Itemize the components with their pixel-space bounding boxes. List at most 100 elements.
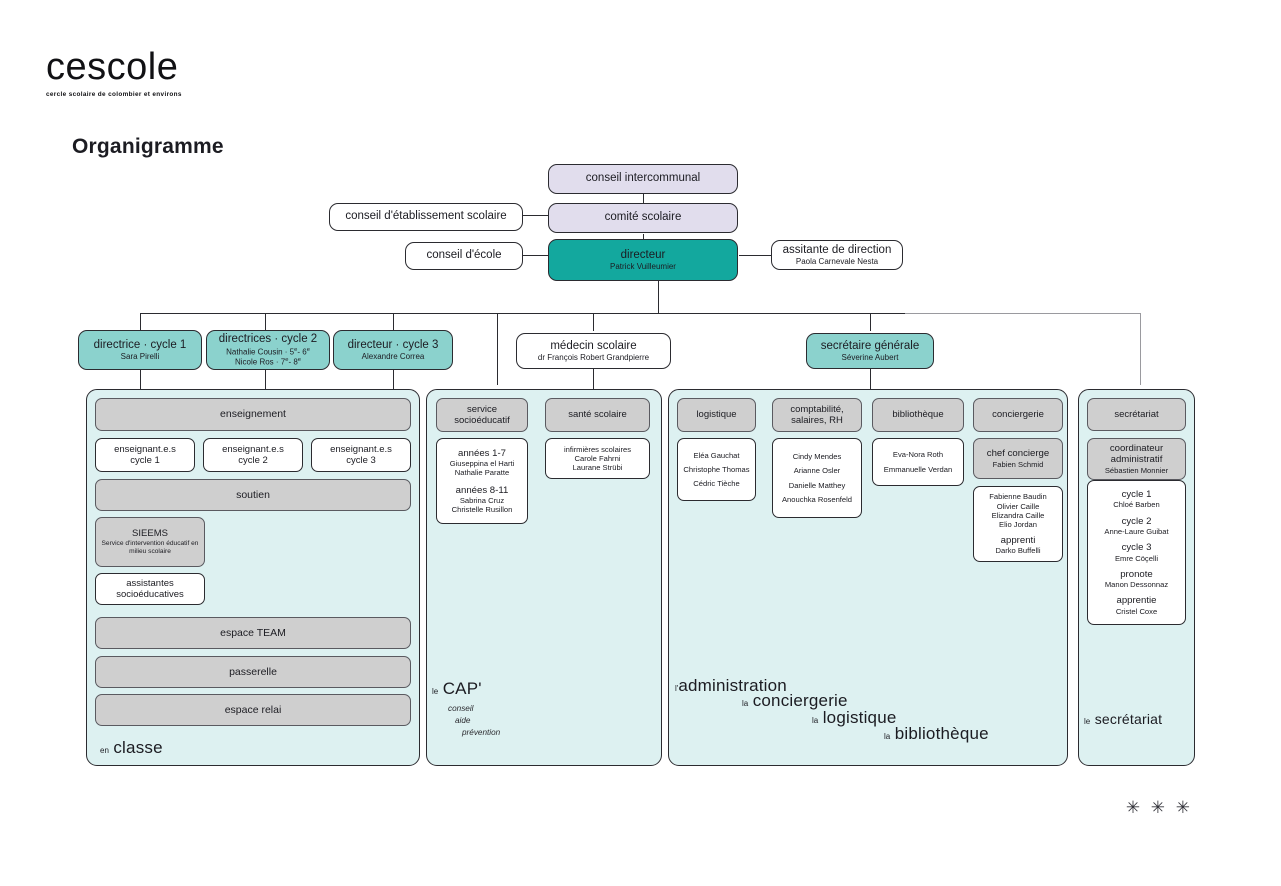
box-sante-scolaire[interactable]: santé scolaire [545,398,650,432]
member-name: Emre Cöçelli [1114,553,1159,563]
connector-secretaire-panel [870,369,872,389]
footmark-prefix: la [884,732,891,741]
box-soutien[interactable]: soutien [95,479,411,511]
member-name: Fabienne Baudin [989,492,1047,502]
page-title: Organigramme [72,135,224,158]
box-label: service socioéducatif [454,403,510,426]
member-name: Eléa Gauchat [693,450,740,460]
member-name: Giuseppina el Harti [449,459,515,469]
box-enseignants-cycle-1[interactable]: enseignant.e.s cycle 1 [95,438,195,472]
box-label: passerelle [229,665,277,678]
role-label: pronote [1120,568,1153,580]
footmark-prefix: le [432,687,439,696]
footmark-le-cap: le CAP' [432,679,482,699]
member-name: Olivier Caille [996,501,1040,511]
box-sieems[interactable]: SIEEMS Service d'intervention éducatif e… [95,517,205,567]
role-label: coordinateur administratif [1109,442,1164,466]
node-conseil-ecole[interactable]: conseil d'école [405,242,523,270]
connector-assistante [739,255,771,257]
box-service-socioeducatif[interactable]: service socioéducatif [436,398,528,432]
box-label: enseignement [220,408,286,421]
box-conciergerie[interactable]: conciergerie [973,398,1063,432]
box-comptabilite-members[interactable]: Cindy Mendes Arianne Osler Danielle Matt… [772,438,862,518]
footmark-word: bibliothèque [894,724,989,743]
box-label: logistique [696,409,737,421]
box-chef-concierge[interactable]: chef concierge Fabien Schmid [973,438,1063,479]
footmark-prefix: le [1084,717,1091,726]
member-name: Laurane Strübi [572,463,623,473]
connector-cycle3-panel [393,369,395,389]
node-secretaire-generale[interactable]: secrétaire générale Séverine Aubert [806,333,934,369]
box-passerelle[interactable]: passerelle [95,656,411,688]
connector-drop-cap [497,313,499,385]
member-name: Sabrina Cruz [459,496,505,505]
role-label: cycle 3 [1121,542,1152,554]
box-label-line2: cycle 3 [346,455,376,466]
member-name: Elizandra Caille [991,510,1045,520]
box-label: assistantes socioéducatives [116,577,184,600]
box-bibliotheque-members[interactable]: Eva-Nora Roth Emmanuelle Verdan [872,438,964,486]
footmark-secretariat: le secrétariat [1084,711,1162,729]
member-name: Christelle Rusillon [451,505,513,515]
box-secretariat-members[interactable]: cycle 1 Chloé Barben cycle 2 Anne-Laure … [1087,480,1186,625]
member-name: Fabien Schmid [992,459,1044,469]
box-enseignants-cycle-2[interactable]: enseignant.e.s cycle 2 [203,438,303,472]
node-role: assitante de direction [782,243,892,256]
node-assistante-de-direction[interactable]: assitante de direction Paola Carnevale N… [771,240,903,270]
connector-cycle2-panel [265,369,267,389]
footmark-word: administration [678,676,787,695]
node-role: médecin scolaire [550,339,637,352]
box-label-line1: enseignant.e.s [222,443,284,455]
member-name: Sébastien Monnier [1104,465,1169,475]
footmark-en-classe: en classe [100,738,163,758]
node-person-name-1: Nathalie Cousin · 5e- 6e [226,346,310,357]
member-name: Christophe Thomas [683,464,750,474]
footmark-prefix: la [812,716,819,725]
footmark-word: logistique [822,708,897,727]
box-label: bibliothèque [892,409,944,421]
connector-drop-cycle3 [393,313,395,331]
box-espace-relai[interactable]: espace relai [95,694,411,726]
box-enseignants-cycle-3[interactable]: enseignant.e.s cycle 3 [311,438,411,472]
box-label: espace relai [224,703,282,716]
node-directeur[interactable]: directeur Patrick Vuilleumier [548,239,738,281]
box-logistique[interactable]: logistique [677,398,756,432]
box-conciergerie-members[interactable]: Fabienne Baudin Olivier Caille Elizandra… [973,486,1063,562]
node-person-name: Patrick Vuilleumier [610,262,676,272]
node-conseil-intercommunal[interactable]: conseil intercommunal [548,164,738,194]
node-directrice-cycle-1[interactable]: directrice · cycle 1 Sara Pirelli [78,330,202,370]
box-assistantes-socioeducatives[interactable]: assistantes socioéducatives [95,573,205,605]
box-coordinateur-administratif[interactable]: coordinateur administratif Sébastien Mon… [1087,438,1186,480]
box-enseignement[interactable]: enseignement [95,398,411,431]
box-label: secrétariat [1114,408,1159,420]
node-directeur-cycle-3[interactable]: directeur · cycle 3 Alexandre Correa [333,330,453,370]
box-bibliotheque[interactable]: bibliothèque [872,398,964,432]
connector-cycle1-panel [140,369,142,389]
member-name: Eva-Nora Roth [892,449,944,459]
connector-bus-left [140,313,905,315]
node-medecin-scolaire[interactable]: médecin scolaire dr François Robert Gran… [516,333,671,369]
box-service-socioeducatif-members[interactable]: années 1-7 Giuseppina el Harti Nathalie … [436,438,528,524]
node-comite-scolaire[interactable]: comité scolaire [548,203,738,233]
node-directrices-cycle-2[interactable]: directrices · cycle 2 Nathalie Cousin · … [206,330,330,370]
box-secretariat[interactable]: secrétariat [1087,398,1186,431]
box-espace-team[interactable]: espace TEAM [95,617,411,649]
footmark-word: conciergerie [752,691,848,710]
box-logistique-members[interactable]: Eléa Gauchat Christophe Thomas Cédric Ti… [677,438,756,501]
brand-logo: cescole cercle scolaire de colombier et … [46,48,182,98]
box-comptabilite-salaires-rh[interactable]: comptabilité, salaires, RH [772,398,862,432]
connector-drop-cycle2 [265,313,267,331]
node-person-name: dr François Robert Grandpierre [537,353,650,363]
node-role: directeur [620,248,666,261]
brand-tagline: cercle scolaire de colombier et environs [46,91,182,98]
footmark-prefix: en [100,746,109,755]
box-label: santé scolaire [568,409,627,421]
role-label: apprentie [1116,595,1157,607]
member-name: Anne-Laure Guibat [1104,527,1169,537]
box-infirmieres-scolaires[interactable]: infirmières scolaires Carole Fahrni Laur… [545,438,650,479]
node-conseil-etablissement-scolaire[interactable]: conseil d'établissement scolaire [329,203,523,231]
footmark-logistique: la logistique [812,708,897,728]
box-label-line2: cycle 1 [130,455,160,466]
brand-wordmark: cescole [46,46,179,88]
node-person-name: Paola Carnevale Nesta [795,257,879,267]
